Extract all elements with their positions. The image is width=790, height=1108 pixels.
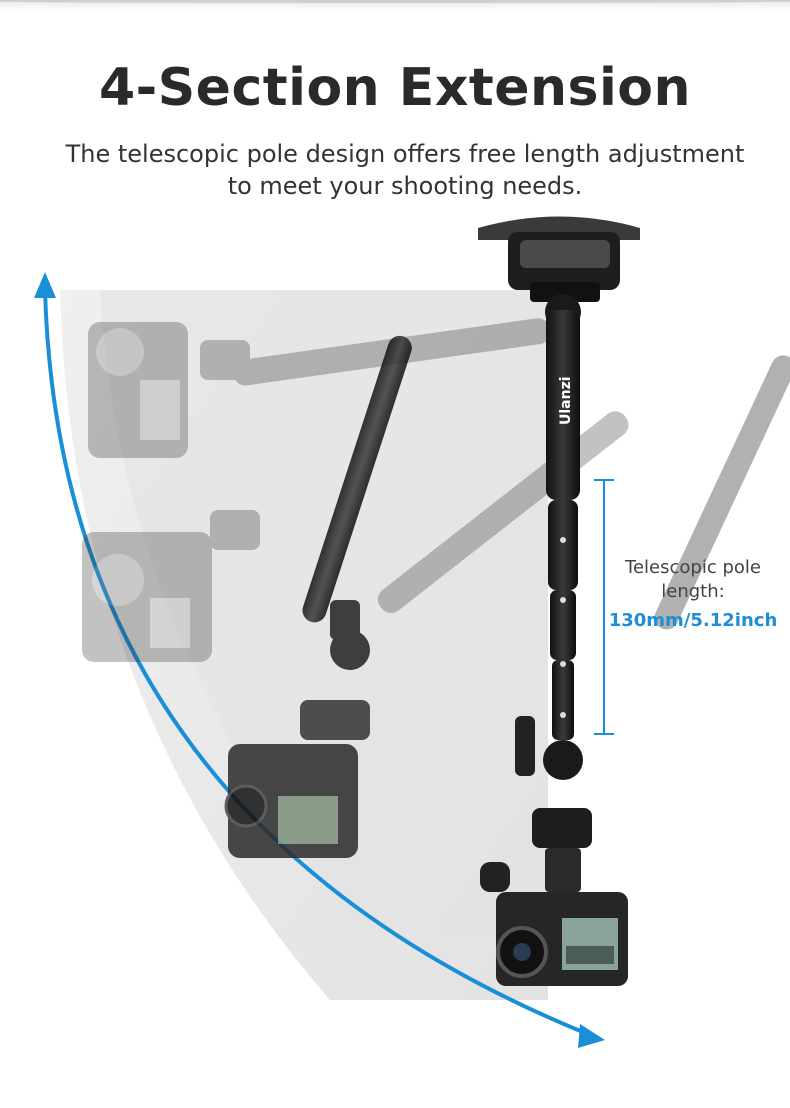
top-divider [0, 0, 790, 10]
length-callout: Telescopic pole length: 130mm/5.12inch [608, 556, 778, 638]
ghost-pole-diagonal-low [654, 355, 790, 630]
rotation-arc [43, 289, 591, 1037]
subtitle-line-1: The telescopic pole design offers free l… [65, 140, 745, 168]
page-title: 4-Section Extension [98, 58, 692, 118]
callout-length-value: 130mm/5.12inch [608, 610, 778, 631]
camera-main [496, 892, 628, 986]
suction-mount [478, 216, 640, 302]
main-pole [480, 294, 592, 892]
length-indicator [594, 479, 614, 735]
callout-label-line-1: Telescopic pole [625, 557, 761, 578]
page-subtitle: The telescopic pole design offers free l… [60, 138, 750, 202]
callout-label-line-2: length: [661, 581, 725, 602]
subtitle-line-2: to meet your shooting needs. [227, 172, 583, 200]
arc-arrow-top-icon [34, 272, 56, 298]
camera-mid [224, 335, 412, 858]
pole-brand-logo: Ulanzi [558, 376, 574, 425]
arc-arrow-bottom-icon [578, 1024, 605, 1048]
